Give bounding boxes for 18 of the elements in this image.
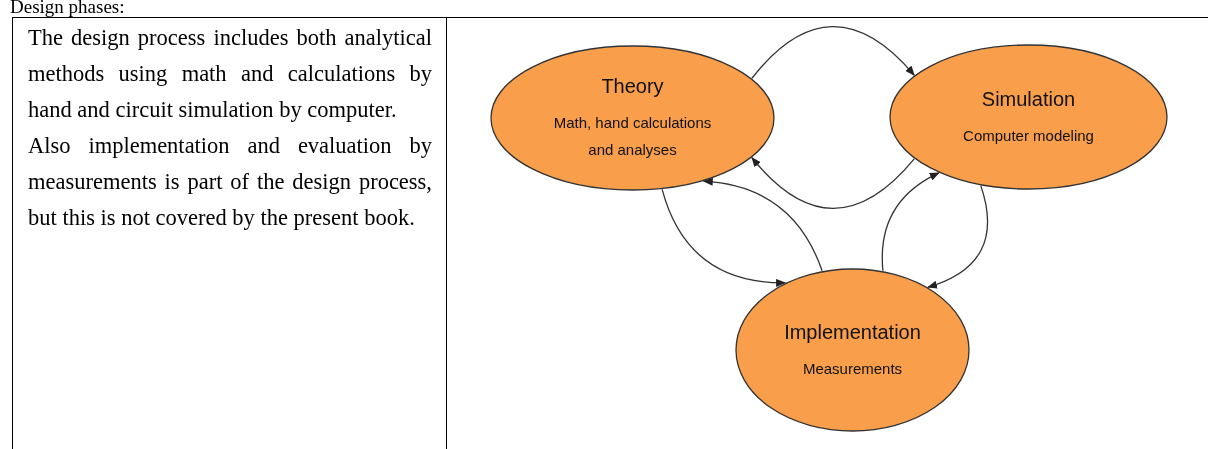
node-subtext: Measurements (801, 358, 904, 379)
curved-arrow (927, 184, 989, 289)
curved-arrow (751, 26, 915, 79)
node-heading: Implementation (784, 319, 921, 345)
node-heading: Theory (601, 74, 664, 99)
node-heading: Simulation (981, 86, 1076, 112)
node-subtext: Math, hand calculations and analyses (552, 113, 713, 160)
ellipse-node (735, 268, 970, 432)
curved-arrow (702, 178, 823, 272)
node-subtext: Computer modeling (962, 125, 1095, 146)
curved-arrow (751, 157, 915, 209)
paragraph: The design process includes both analytical methods using math and calculations by hand and circuit simulation by computer. (28, 24, 432, 124)
curved-arrow (661, 188, 787, 287)
paragraph: Also implementation and evaluation by measurements is part of the design process, but this is not covered by the present book. (28, 132, 432, 232)
ellipse-node (490, 45, 775, 191)
heading: Design phases: (10, 0, 125, 18)
ellipse-node (889, 44, 1168, 190)
curved-arrow (881, 172, 940, 272)
